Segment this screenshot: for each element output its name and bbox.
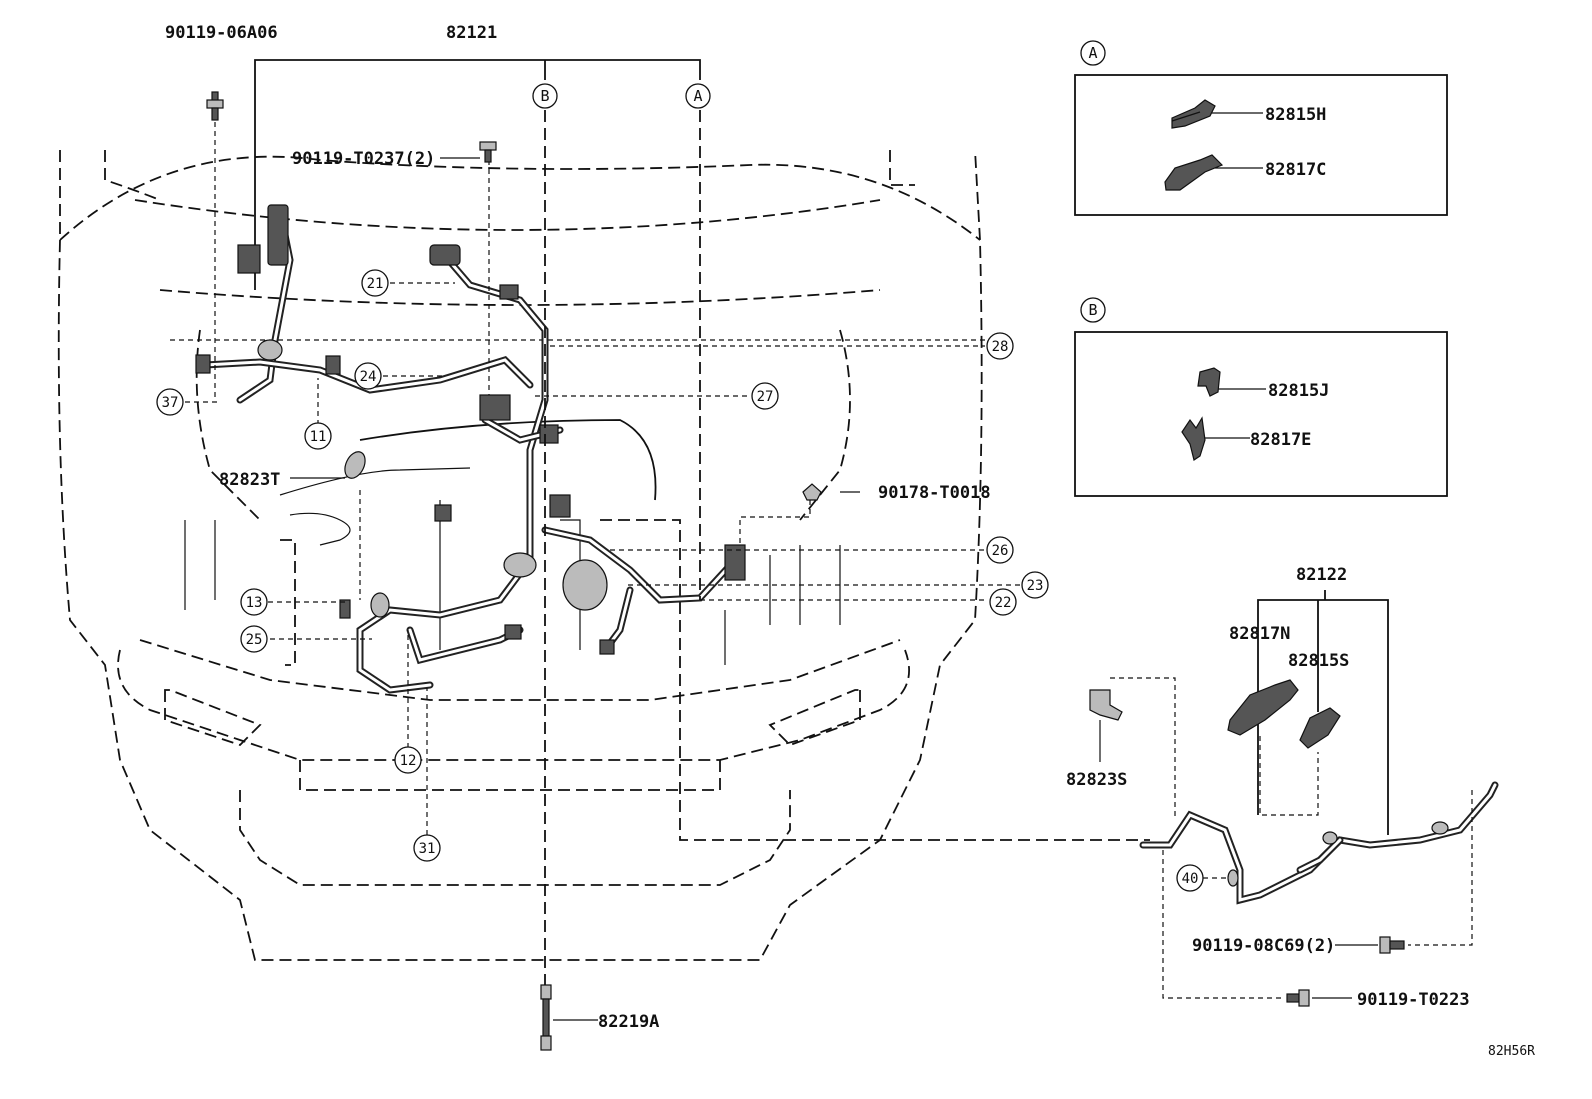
svg-text:40: 40 (1182, 871, 1199, 887)
label-82817c: 82817C (1265, 160, 1326, 180)
main-labels: 90119-06A06 82121 90119-T0237(2) 82823T … (165, 23, 991, 1032)
bracket-82823s: 82823S (1066, 677, 1176, 820)
detail-a-header: A (1080, 40, 1106, 66)
callout-24: 24 (354, 362, 382, 390)
sub-harness-82122: 82122 82817N 82815S (1139, 565, 1499, 905)
detail-a-box: 82815H 82817C (1074, 74, 1448, 216)
svg-text:27: 27 (757, 389, 774, 405)
callout-25: 25 (240, 625, 268, 653)
label-82219a: 82219A (598, 1012, 659, 1032)
label-82817n: 82817N (1229, 624, 1290, 644)
leader-lines (185, 110, 1020, 990)
view-marker-b: B (532, 83, 558, 109)
label-bolt-08c69: 90119-08C69(2) (1192, 936, 1335, 956)
callout-26: 26 (986, 536, 1014, 564)
wire-82219a-part (540, 984, 598, 1051)
callout-40: 40 (1176, 864, 1230, 892)
figure-code: 82H56R (1488, 1044, 1535, 1059)
fastener-bolt-t0237 (479, 141, 497, 163)
svg-text:21: 21 (367, 276, 384, 292)
svg-text:A: A (1088, 44, 1097, 62)
svg-text:31: 31 (419, 841, 436, 857)
callout-12: 12 (394, 746, 422, 774)
callout-27: 27 (751, 382, 779, 410)
bolt-08c69: 90119-08C69(2) (1192, 790, 1473, 956)
label-82823s: 82823S (1066, 770, 1127, 790)
label-82122: 82122 (1296, 565, 1347, 585)
svg-text:26: 26 (992, 543, 1009, 559)
svg-text:22: 22 (995, 595, 1012, 611)
callout-11: 11 (304, 422, 332, 450)
svg-text:37: 37 (162, 395, 179, 411)
label-bolt-06a06: 90119-06A06 (165, 23, 278, 43)
label-82815h: 82815H (1265, 105, 1326, 125)
label-82823t: 82823T (219, 470, 280, 490)
detail-b-header: B (1080, 297, 1106, 323)
callout-37: 37 (156, 388, 184, 416)
label-82815j: 82815J (1268, 381, 1329, 401)
callout-23: 23 (1021, 571, 1049, 599)
fastener-bolt-06a06 (206, 91, 224, 121)
svg-text:12: 12 (400, 753, 417, 769)
label-bolt-t0237: 90119-T0237(2) (292, 149, 435, 169)
svg-text:24: 24 (360, 369, 377, 385)
svg-text:25: 25 (246, 632, 263, 648)
main-harness-82121 (195, 59, 746, 694)
callout-31: 31 (413, 834, 441, 862)
svg-text:23: 23 (1027, 578, 1044, 594)
svg-text:13: 13 (246, 595, 263, 611)
label-bolt-t0223: 90119-T0223 (1357, 990, 1470, 1010)
view-marker-a: A (685, 83, 711, 109)
label-82121: 82121 (446, 23, 497, 43)
svg-text:B: B (540, 87, 549, 105)
callout-13: 13 (240, 588, 268, 616)
svg-text:11: 11 (310, 429, 327, 445)
fastener-clip-t0018 (802, 483, 822, 501)
callout-22: 22 (989, 588, 1017, 616)
label-82817e: 82817E (1250, 430, 1311, 450)
callout-21: 21 (361, 269, 389, 297)
label-clip-t0018: 90178-T0018 (878, 483, 991, 503)
label-82815s: 82815S (1288, 651, 1349, 671)
detail-b-box: 82815J 82817E (1074, 331, 1448, 497)
svg-text:A: A (693, 87, 702, 105)
callout-28: 28 (986, 332, 1014, 360)
bolt-t0223: 90119-T0223 (1162, 850, 1470, 1010)
svg-text:B: B (1088, 301, 1097, 319)
svg-text:28: 28 (992, 339, 1009, 355)
